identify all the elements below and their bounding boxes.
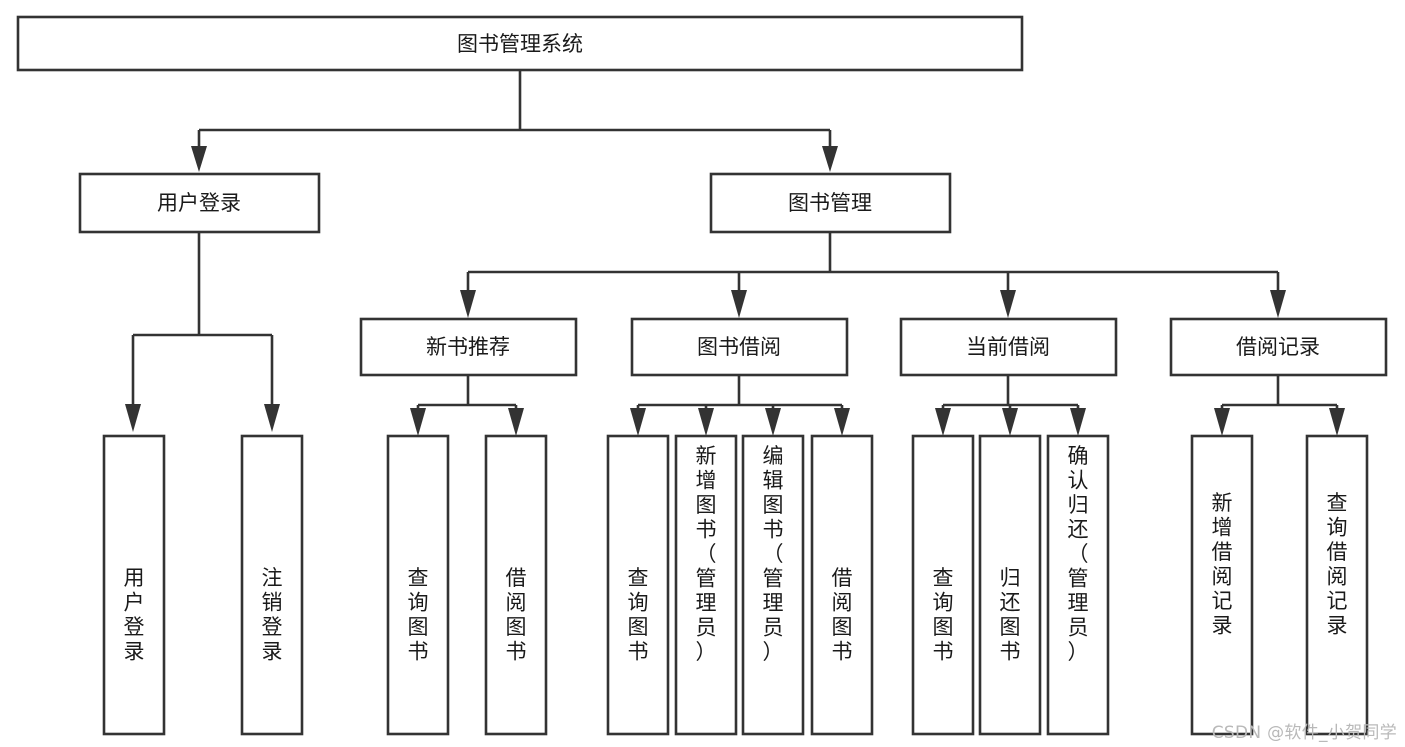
arrowhead-leaf-add-book: [698, 408, 714, 436]
node-user-login-label: 用户登录: [157, 191, 241, 215]
arrowhead-borrow-record: [1270, 290, 1286, 318]
arrowhead-leaf-query-book-1: [410, 408, 426, 436]
node-book-management[interactable]: 图书管理: [709, 172, 952, 234]
node-leaf-user-login[interactable]: 用户登录: [102, 434, 166, 736]
node-leaf-query-record-rect[interactable]: [1305, 434, 1369, 736]
node-current-borrow-rect[interactable]: [899, 317, 1118, 377]
arrowhead-leaf-user-login: [125, 404, 141, 432]
node-leaf-add-record-rect[interactable]: [1190, 434, 1254, 736]
node-leaf-edit-book-rect[interactable]: [741, 434, 805, 736]
node-leaf-query-record-label: 查询借阅记录: [1327, 491, 1348, 638]
node-leaf-query-book-1[interactable]: 查询图书: [386, 434, 450, 736]
arrowhead-leaf-add-record: [1214, 408, 1230, 436]
node-book-borrow[interactable]: 图书借阅: [630, 317, 849, 377]
arrowhead-current-borrow: [1000, 290, 1016, 318]
node-leaf-return-book[interactable]: 归还图书: [978, 434, 1042, 736]
node-leaf-confirm-return[interactable]: 确认归还（管理员）: [1046, 434, 1110, 736]
node-leaf-logout-label: 注销登录: [262, 566, 283, 664]
arrowhead-book-borrow: [731, 290, 747, 318]
arrowhead-book-management: [822, 146, 838, 172]
node-leaf-add-book[interactable]: 新增图书（管理员）: [674, 434, 738, 736]
node-borrow-record-label: 借阅记录: [1236, 335, 1320, 359]
node-leaf-borrow-book-2[interactable]: 借阅图书: [810, 434, 874, 736]
node-user-login[interactable]: 用户登录: [78, 172, 321, 234]
node-leaf-query-book-2-rect[interactable]: [606, 434, 670, 736]
arrowhead-user-login: [191, 146, 207, 172]
node-leaf-borrow-book-1[interactable]: 借阅图书: [484, 434, 548, 736]
node-leaf-borrow-book-1-label: 借阅图书: [506, 566, 527, 664]
node-leaf-logout-rect[interactable]: [240, 434, 304, 736]
node-leaf-query-book-1-label: 查询图书: [408, 566, 429, 664]
node-leaf-add-book-rect[interactable]: [674, 434, 738, 736]
node-current-borrow[interactable]: 当前借阅: [899, 317, 1118, 377]
arrowhead-leaf-confirm-return: [1070, 408, 1086, 436]
node-leaf-query-book-2-label: 查询图书: [628, 566, 649, 664]
node-leaf-query-book-1-rect[interactable]: [386, 434, 450, 736]
node-leaf-query-book-3-rect[interactable]: [911, 434, 975, 736]
arrowhead-leaf-logout: [264, 404, 280, 432]
node-borrow-record[interactable]: 借阅记录: [1169, 317, 1388, 377]
node-book-management-rect[interactable]: [709, 172, 952, 234]
node-root-label: 图书管理系统: [457, 32, 583, 56]
csdn-watermark: CSDN @软件_小贺同学: [1211, 723, 1397, 743]
node-leaf-user-login-rect[interactable]: [102, 434, 166, 736]
node-user-login-rect[interactable]: [78, 172, 321, 234]
arrowhead-leaf-borrow-book-2: [834, 408, 850, 436]
node-new-book-recommend-rect[interactable]: [359, 317, 578, 377]
node-leaf-borrow-book-2-label: 借阅图书: [832, 566, 853, 664]
node-leaf-edit-book-label: 编辑图书（管理员）: [763, 444, 784, 664]
node-book-borrow-label: 图书借阅: [697, 335, 781, 359]
node-book-management-label: 图书管理: [788, 191, 872, 215]
node-leaf-return-book-label: 归还图书: [1000, 566, 1021, 664]
node-leaf-logout[interactable]: 注销登录: [240, 434, 304, 736]
node-root-rect[interactable]: [16, 15, 1024, 72]
node-leaf-user-login-label: 用户登录: [124, 566, 145, 664]
connector-layer: [125, 70, 1345, 436]
node-leaf-query-book-3[interactable]: 查询图书: [911, 434, 975, 736]
arrowhead-leaf-query-record: [1329, 408, 1345, 436]
arrowhead-leaf-return-book: [1002, 408, 1018, 436]
node-leaf-confirm-return-rect[interactable]: [1046, 434, 1110, 736]
node-leaf-borrow-book-1-rect[interactable]: [484, 434, 548, 736]
node-book-borrow-rect[interactable]: [630, 317, 849, 377]
node-root-system[interactable]: 图书管理系统: [16, 15, 1024, 72]
node-leaf-borrow-book-2-rect[interactable]: [810, 434, 874, 736]
node-leaf-confirm-return-label: 确认归还（管理员）: [1068, 444, 1089, 664]
node-borrow-record-rect[interactable]: [1169, 317, 1388, 377]
node-new-book-recommend-label: 新书推荐: [426, 335, 510, 359]
arrowhead-leaf-query-book-2: [630, 408, 646, 436]
node-leaf-edit-book[interactable]: 编辑图书（管理员）: [741, 434, 805, 736]
node-current-borrow-label: 当前借阅: [966, 335, 1050, 359]
arrowhead-leaf-edit-book: [765, 408, 781, 436]
node-leaf-add-record[interactable]: 新增借阅记录: [1190, 434, 1254, 736]
node-leaf-add-book-label: 新增图书（管理员）: [696, 444, 717, 664]
arrowhead-leaf-borrow-book-1: [508, 408, 524, 436]
node-leaf-return-book-rect[interactable]: [978, 434, 1042, 736]
node-leaf-query-record[interactable]: 查询借阅记录: [1305, 434, 1369, 736]
arrowhead-leaf-query-book-3: [935, 408, 951, 436]
node-leaf-query-book-3-label: 查询图书: [933, 566, 954, 664]
node-leaf-query-book-2[interactable]: 查询图书: [606, 434, 670, 736]
node-new-book-recommend[interactable]: 新书推荐: [359, 317, 578, 377]
node-leaf-add-record-label: 新增借阅记录: [1212, 491, 1233, 638]
arrowhead-new-book-recommend: [460, 290, 476, 318]
